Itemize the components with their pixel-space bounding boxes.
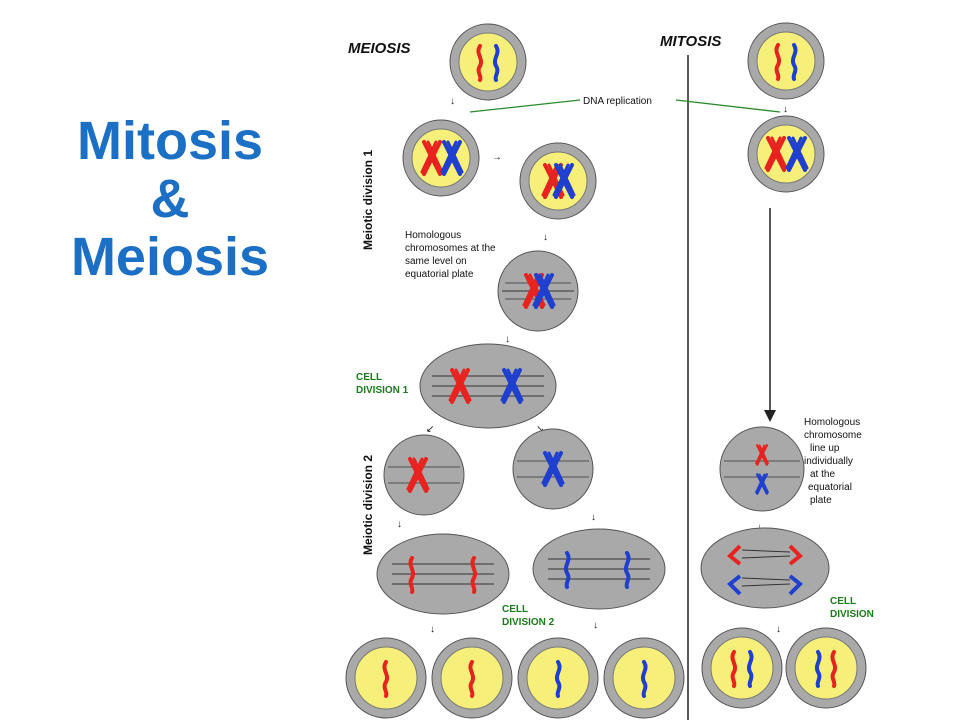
- meiosis-daughter-cell-2: [431, 637, 513, 719]
- dna-replication-line-right: [675, 99, 781, 113]
- meiosis-daughter-cell-4: [603, 637, 685, 719]
- title-line-mitosis: Mitosis: [76, 111, 264, 171]
- meiosis-daughter-cell-1: [345, 637, 427, 719]
- meiosis-cell-metaphase-2-right: [512, 428, 594, 510]
- arrow-down-icon: ↓: [776, 624, 781, 635]
- title-line-ampersand: &: [150, 169, 190, 229]
- dna-replication-line-left: [469, 99, 581, 113]
- arrow-down-icon: ↓: [591, 512, 596, 523]
- title-line-meiosis: Meiosis: [70, 227, 270, 287]
- homologous-meiosis-note: Homologous chromosomes at the same level…: [405, 230, 498, 280]
- mitosis-cell-metaphase: [719, 426, 805, 512]
- meiosis-header: MEIOSIS: [348, 40, 411, 57]
- arrow-head-icon: [764, 410, 776, 422]
- meiosis-cell-synapsis: [519, 142, 597, 220]
- arrow-down-right-icon: ↘: [536, 424, 544, 435]
- arrow-down-icon: ↓: [757, 522, 762, 533]
- cell-division-label: CELL DIVISION: [830, 596, 874, 620]
- slide-title: Mitosis & Meiosis: [40, 112, 300, 286]
- arrow-down-icon: ↓: [450, 96, 455, 107]
- meiosis-cell-metaphase-2-left: [383, 434, 465, 516]
- dna-replication-label: DNA replication: [583, 96, 652, 107]
- mitosis-cell-anaphase: [700, 527, 830, 609]
- meiosis-cell-initial: [449, 23, 527, 101]
- mitosis-daughter-cell-1: [701, 627, 783, 709]
- arrow-down-icon: ↓: [397, 519, 402, 530]
- meiosis-daughter-cell-3: [517, 637, 599, 719]
- meiosis-cell-anaphase-2-left: [376, 533, 510, 615]
- meiotic-division-1-label: Meiotic division 1: [361, 150, 375, 250]
- meiosis-cell-metaphase-1: [497, 250, 579, 332]
- homologous-mitosis-note: Homologous chromosome line up individual…: [804, 417, 865, 506]
- cell-division-1-label: CELL DIVISION 1: [356, 372, 409, 396]
- meiosis-cell-anaphase-1: [419, 343, 557, 429]
- meiotic-division-2-label: Meiotic division 2: [361, 455, 375, 555]
- mitosis-daughter-cell-2: [785, 627, 867, 709]
- arrow-right-icon: →: [492, 152, 502, 163]
- meiosis-cell-anaphase-2-right: [532, 528, 666, 610]
- arrow-down-icon: ↓: [783, 104, 788, 115]
- meiosis-cell-replicated: [402, 119, 480, 197]
- mitosis-header: MITOSIS: [660, 33, 721, 50]
- arrow-down-icon: ↓: [430, 624, 435, 635]
- arrow-down-icon: ↓: [593, 620, 598, 631]
- arrow-down-left-icon: ↙: [426, 424, 434, 435]
- mitosis-cell-replicated: [747, 115, 825, 193]
- arrow-down-icon: ↓: [543, 232, 548, 243]
- arrow-down-icon: ↓: [505, 334, 510, 345]
- mitosis-cell-initial: [747, 22, 825, 100]
- cell-division-2-label: CELL DIVISION 2: [502, 604, 555, 628]
